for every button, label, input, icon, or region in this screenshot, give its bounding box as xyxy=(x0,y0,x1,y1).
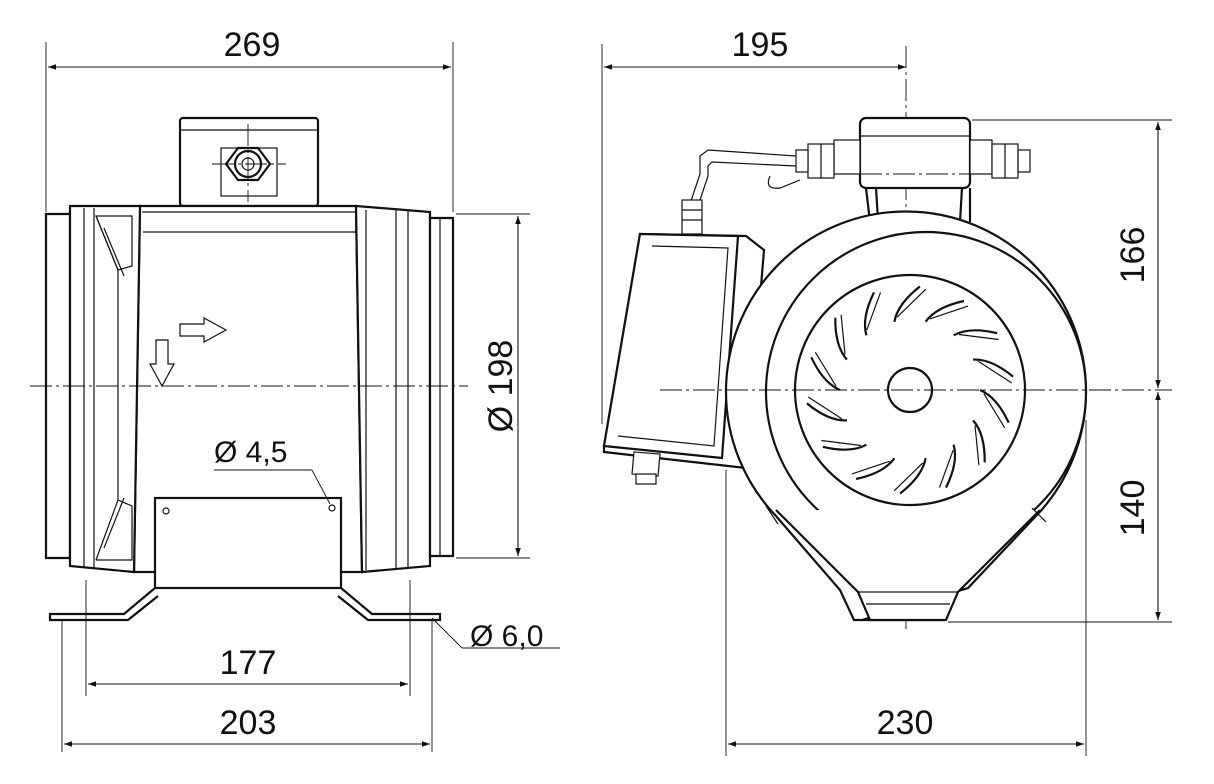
impeller-blade-edge xyxy=(866,292,882,331)
impeller-blade-edge xyxy=(893,462,924,492)
dim-label-177: 177 xyxy=(220,644,277,682)
impeller-blade xyxy=(834,317,848,361)
impeller-blade-edge xyxy=(983,393,1006,429)
impeller-blade-edge xyxy=(929,305,969,320)
plate-hole-right xyxy=(328,504,336,512)
impeller-blade xyxy=(893,285,921,323)
dim-overall-width: 269 xyxy=(45,26,454,212)
terminal-box xyxy=(178,116,320,208)
impeller-blade xyxy=(972,419,986,463)
impeller-blade xyxy=(855,457,896,481)
impeller-blade-edge xyxy=(974,425,980,466)
dim-label-166: 166 xyxy=(1114,227,1152,284)
impeller-blade xyxy=(899,457,927,495)
dim-label-203: 203 xyxy=(220,704,277,742)
dim-label-230: 230 xyxy=(877,704,934,742)
airflow-arrows xyxy=(148,316,228,388)
side-view: 195 xyxy=(601,26,1172,756)
dim-base-width: 230 xyxy=(725,420,1087,756)
dim-label-269: 269 xyxy=(224,26,281,64)
dim-side-width: 195 xyxy=(601,26,906,424)
impeller-blade-edge xyxy=(814,351,837,387)
impeller-blade-edge xyxy=(821,439,862,447)
dim-foot-inner: 177 xyxy=(88,644,408,687)
front-view: 269 xyxy=(30,26,560,752)
dim-height-lower: 140 xyxy=(948,392,1172,623)
mounting-plate: Ø 4,5 xyxy=(153,436,343,590)
capacitor-box xyxy=(602,199,766,485)
junction-box xyxy=(689,116,1031,223)
arrow-down-icon xyxy=(148,339,176,388)
plate-hole-left xyxy=(162,507,170,515)
arrow-right-icon xyxy=(179,316,228,344)
impeller-blade xyxy=(945,444,957,489)
mounting-feet: Ø 6,0 xyxy=(48,580,560,752)
impeller-blade xyxy=(953,329,998,337)
impeller-blade-edge xyxy=(977,360,1013,384)
dim-label-4-5: Ø 4,5 xyxy=(214,436,287,469)
dim-label-140: 140 xyxy=(1114,480,1152,537)
impeller-blade xyxy=(973,358,1014,378)
impeller-blade xyxy=(863,291,875,336)
impeller-blade-edge xyxy=(958,333,999,341)
impeller-blade-edge xyxy=(851,460,891,475)
impeller-blade xyxy=(810,356,841,392)
dim-label-195: 195 xyxy=(732,26,789,64)
impeller-blade xyxy=(979,388,1010,424)
impeller-blade-edge xyxy=(840,314,846,355)
impeller-blade-edge xyxy=(807,396,843,420)
dim-label-198: Ø 198 xyxy=(482,340,520,433)
dim-label-6-0: Ø 6,0 xyxy=(470,620,543,653)
impeller-blades xyxy=(806,285,1014,495)
impeller-blade xyxy=(822,443,867,451)
impeller-blade xyxy=(806,402,847,422)
dim-foot-outer: 203 xyxy=(64,704,430,747)
dim-diameter: Ø 198 xyxy=(456,213,530,559)
dim-height-upper: 166 xyxy=(972,119,1172,388)
impeller-blade-edge xyxy=(896,288,927,318)
fan-casing xyxy=(724,210,1088,622)
impeller-blade-edge xyxy=(938,449,954,488)
impeller-blade xyxy=(924,299,965,323)
impeller xyxy=(806,285,1014,495)
